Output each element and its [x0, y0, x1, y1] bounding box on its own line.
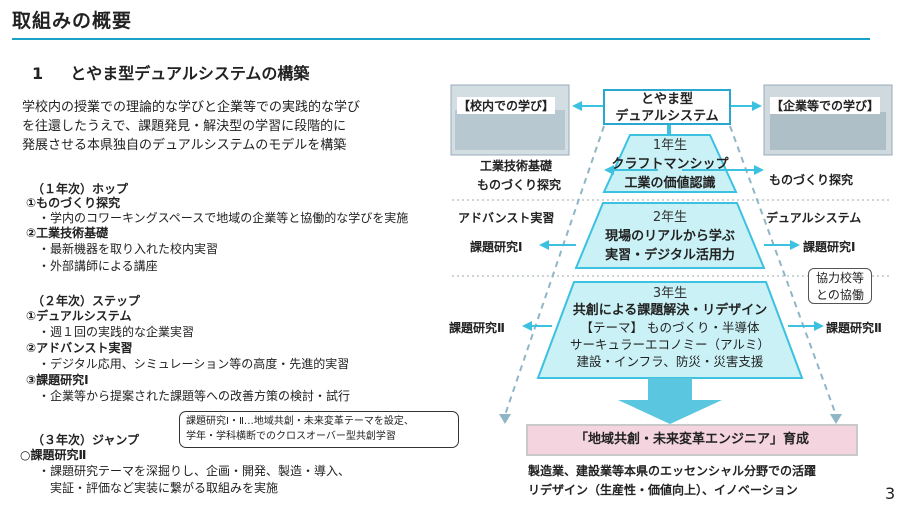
year3-item1-detail: 実証・評価など実装に繋がる取組みを実施 — [50, 481, 279, 495]
tier2-text: 2年生 現場のリアルから学ぶ 実習・デジタル活用力 — [590, 206, 750, 263]
year3-item1-title: ○課題研究Ⅱ — [20, 448, 87, 462]
connector — [667, 125, 671, 135]
cooperation-line: 協力校等 — [815, 271, 864, 285]
right-label-y1: ものづくり探究 — [769, 173, 854, 187]
tier3-line: サーキュラーエコノミー（アルミ） — [570, 337, 770, 352]
tier1-line: 工業の価値認識 — [624, 176, 716, 191]
arrow-right-icon — [754, 165, 764, 175]
cooperation-line: との協働 — [816, 288, 864, 302]
year3-heading: （３年次）ジャンプ — [32, 433, 140, 447]
section-title: とやま型デュアルシステムの構築 — [70, 64, 310, 83]
page-number: 3 — [885, 484, 896, 503]
year2-item1-detail: ・週１回の実践的な企業実習 — [38, 325, 195, 339]
section-number: 1 — [32, 64, 44, 83]
left-header: 【校内での学び】 — [457, 97, 556, 114]
left-label-y2-top: アドバンスト実習 — [458, 211, 555, 225]
year1-item1-detail: ・学内のコワーキングスペースで地域の企業等と協働的な学びを実施 — [38, 211, 409, 225]
year2-item1-title: ①デュアルシステム — [26, 309, 132, 323]
arrow-right-icon — [752, 101, 762, 111]
section-heading: 1 とやま型デュアルシステムの構築 — [32, 60, 309, 84]
dual-system-line: デュアルシステム — [615, 109, 719, 124]
tier3-line: 【テーマ】 ものづくり・半導体 — [580, 320, 760, 335]
right-label-y2-top: デュアルシステム — [766, 211, 862, 225]
arrow-left-icon — [522, 321, 532, 331]
left-label-y1: ものづくり探究 — [477, 178, 562, 192]
page-title: 取組みの概要 — [12, 10, 133, 32]
cooperation-box: 協力校等 との協働 — [808, 268, 872, 304]
year3-item1-detail: ・課題研究テーマを深掘りし、企画・開発、製造・導入、 — [38, 464, 351, 478]
note-box: 課題研究Ⅰ・Ⅱ…地域共創・未来変革テーマを設定、 学年・学科横断でのクロスオーバ… — [179, 411, 459, 448]
right-label-y3: 課題研究Ⅱ — [826, 321, 882, 335]
dashed-guide-left — [504, 125, 605, 416]
year2-heading: （２年次）ステップ — [32, 294, 141, 308]
year2-item3-detail: ・企業等から提案された課題等への改善方策の検討・試行 — [38, 389, 351, 403]
dashed-arrowhead-right — [830, 414, 842, 424]
year1-item2-title: ②工業技術基礎 — [26, 226, 109, 240]
intro-line: 学校内の授業での理論的な学びと企業等での実践的な学び — [22, 100, 361, 115]
outcome-line: 製造業、建設業等本県のエッセンシャル分野での活躍 — [528, 464, 817, 478]
tier2-trapezoid — [574, 202, 766, 269]
dashed-guide-right — [729, 125, 837, 416]
arrow-left-icon — [539, 240, 549, 250]
tier3-line: 建設・インフラ、防災・災害支援 — [576, 354, 764, 369]
left-label-y3: 課題研究Ⅱ — [449, 321, 505, 335]
left-label-y1: 工業技術基礎 — [480, 159, 553, 173]
outcome-line: リデザイン（生産性・価値向上）、イノベーション — [528, 483, 798, 497]
dashed-arrowhead-left — [499, 414, 511, 424]
year1-heading: （１年次）ホップ — [32, 182, 129, 196]
arrow-left-icon — [572, 101, 582, 111]
tier3-text: 3年生 共創による課題解決・リデザイン 【テーマ】 ものづくり・半導体 サーキュ… — [552, 285, 788, 370]
right-label-y2: 課題研究Ⅰ — [803, 240, 856, 254]
year1-item1-title: ①ものづくり探究 — [26, 196, 121, 210]
arrow-right-icon — [790, 240, 800, 250]
dual-system-line: とやま型 — [640, 92, 693, 107]
tier3-year: 3年生 — [652, 286, 688, 301]
intro-line: を往還したうえで、課題発見・解決型の学習に段階的に — [22, 119, 347, 134]
goal-banner: 「地域共創・未来変革エンジニア」育成 — [526, 424, 858, 456]
year2-item2-title: ②アドバンスト実習 — [26, 341, 133, 355]
year1-item2-detail: ・最新機器を取り入れた校内実習 — [38, 242, 219, 256]
tier1-year: 1年生 — [652, 138, 688, 153]
tier1-line: クラフトマンシップ — [611, 157, 729, 172]
arrow-right-icon — [814, 321, 824, 331]
tier3-line: 共創による課題解決・リデザイン — [572, 303, 768, 318]
classroom-photo-detail — [455, 110, 565, 150]
tier2-year: 2年生 — [652, 210, 688, 225]
left-label-y2: 課題研究Ⅰ — [470, 240, 523, 254]
tier3-trapezoid — [536, 281, 804, 379]
intro-line: 発展させる本県独自のデュアルシステムのモデルを構築 — [22, 138, 347, 153]
tier2-line: 実習・デジタル活用力 — [605, 248, 735, 263]
title-underline — [12, 38, 870, 40]
year1-item2-detail: ・外部講師による講座 — [38, 259, 158, 273]
year2-item3-title: ③課題研究Ⅰ — [26, 373, 89, 387]
arrow-left-icon — [604, 165, 614, 175]
intro-paragraph: 学校内の授業での理論的な学びと企業等での実践的な学び を往還したうえで、課題発見… — [22, 98, 360, 155]
factory-photo-detail — [770, 112, 886, 150]
dual-system-box: とやま型 デュアルシステム — [603, 89, 731, 125]
tier2-line: 現場のリアルから学ぶ — [605, 229, 735, 244]
tier1-text: 1年生 クラフトマンシップ 工業の価値認識 — [604, 134, 736, 191]
down-arrow — [618, 378, 722, 424]
year2-item2-detail: ・デジタル応用、シミュレーション等の高度・先進的実習 — [38, 357, 350, 371]
right-header: 【企業等での学び】 — [770, 97, 881, 114]
